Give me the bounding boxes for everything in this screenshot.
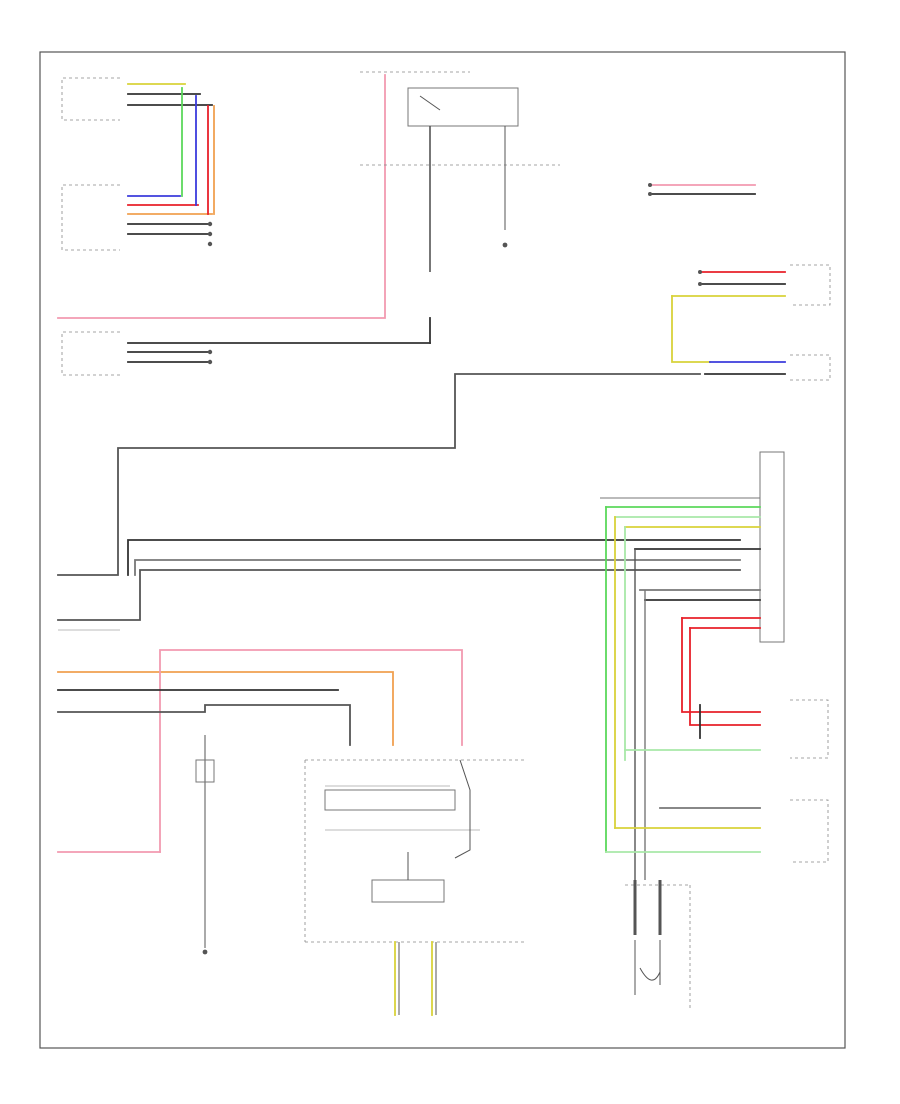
diagram-frame [39,51,846,1049]
sensor-box [790,354,831,381]
meter-internal-wire [459,759,471,830]
wire-pink-fuse [57,74,386,319]
wire-pink-feed [159,649,463,853]
wire-black-long [127,539,741,576]
splice-dot [207,349,213,355]
transistor-symbol [454,830,471,859]
cluster-switch-mid-box [61,184,120,251]
splice-dot [648,192,652,196]
splice-dot [698,282,702,286]
buckle-switch-symbol [639,967,661,981]
relay-box [407,87,519,127]
splice-dot [207,359,213,365]
wire-yellow-down [671,295,711,363]
cluster-switch-top-group [61,77,213,121]
main-body-ecu-connector [759,451,785,643]
ground-dot [202,949,208,955]
srs-unit-box [790,799,829,863]
power-source-group [671,264,831,381]
splice-dot [207,231,213,237]
wire-orange-feed [57,671,394,746]
wire-gray-long [57,373,701,576]
seat-belt-sensor-box [790,699,829,759]
seat-assembly-group [625,880,691,1010]
wire-black-feed-2 [57,704,351,746]
main-body-ecu-group [600,451,785,643]
wire-red-to-belt [681,617,761,713]
wire-gray-long-2 [134,559,741,576]
cluster-switch-mid-group [61,184,213,251]
cluster-switch-top-box [61,77,120,121]
cpu-box [371,879,445,903]
power-source-box [790,264,831,306]
power-supply-box [324,789,456,811]
brake-switch-group [195,735,215,955]
courtesy-ecu-group [61,331,431,376]
wire-black-long-2 [57,569,741,621]
splice-dot [207,221,213,227]
splice-dot [207,241,213,247]
ground-dot [502,242,508,248]
top-fuse-group [360,71,560,344]
splice-dot [648,183,652,187]
relay-switch [419,95,441,111]
brake-switch-box [195,759,215,783]
splice-dot [698,270,702,274]
wire-red-to-belt-2 [689,627,761,726]
courtesy-ecu-box [61,331,120,376]
top-right-connector-group [648,183,756,196]
combination-meter-group [304,759,525,943]
